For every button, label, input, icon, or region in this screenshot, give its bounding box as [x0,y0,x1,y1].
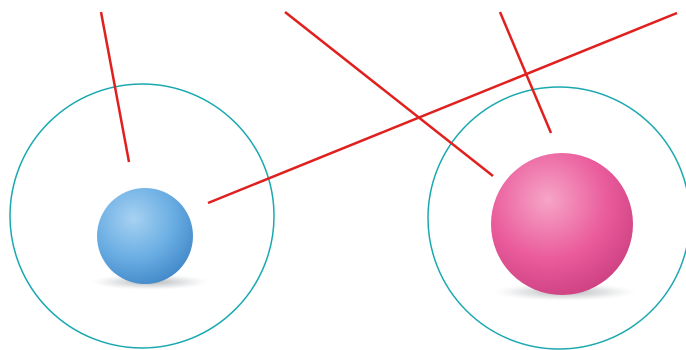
pointer-line-left-sphere [101,12,129,162]
blue-sphere [97,188,193,284]
left-group [10,84,274,348]
right-group [428,87,686,349]
pink-sphere [491,153,633,295]
pointer-line-pink-sphere [285,12,493,176]
pointer-line-right-circle [500,12,551,133]
